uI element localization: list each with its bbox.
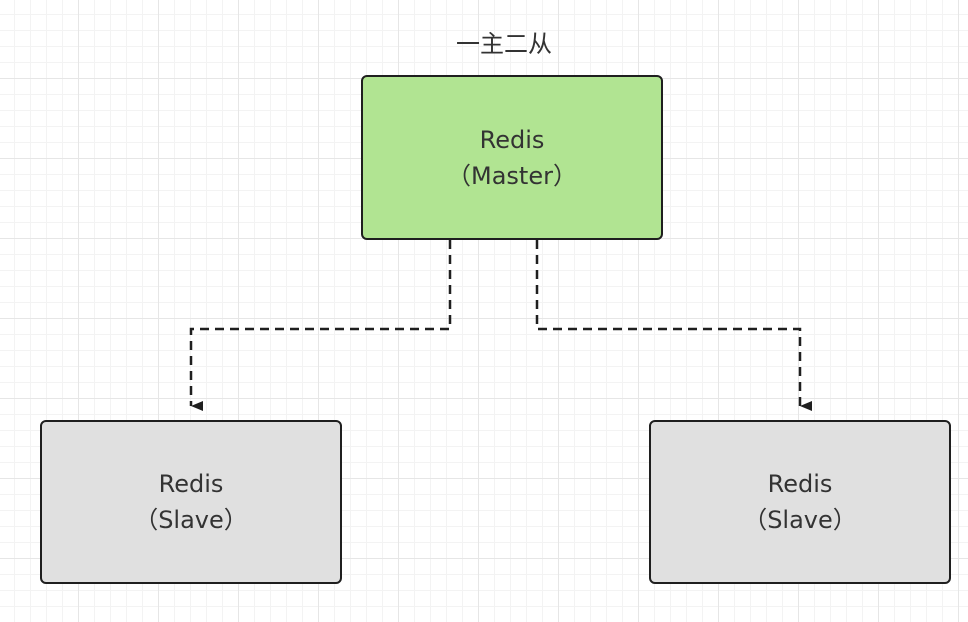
- node-name: Redis: [767, 470, 833, 498]
- redis-slave-node-right[interactable]: Redis （Slave）: [649, 420, 951, 584]
- node-name: Redis: [479, 125, 545, 154]
- connector-master-to-slave-right: [535, 240, 812, 411]
- node-role: （Slave）: [743, 506, 857, 534]
- redis-slave-node-left[interactable]: Redis （Slave）: [40, 420, 342, 584]
- node-role: （Master）: [447, 161, 577, 190]
- node-name: Redis: [158, 470, 224, 498]
- redis-master-node[interactable]: Redis （Master）: [361, 75, 663, 240]
- connector-master-to-slave-left: [189, 240, 452, 411]
- diagram-title: 一主二从: [456, 30, 552, 58]
- node-role: （Slave）: [134, 506, 248, 534]
